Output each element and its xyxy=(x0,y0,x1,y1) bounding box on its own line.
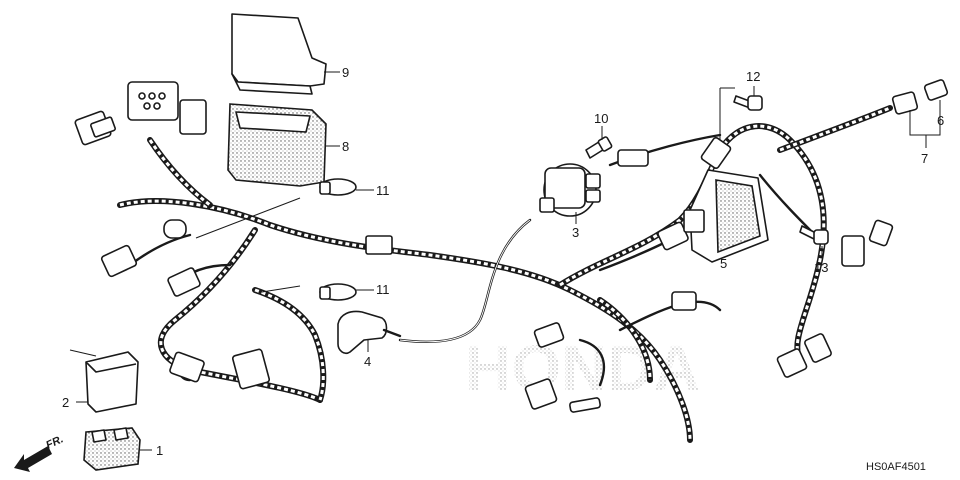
part-11-clamp-upper xyxy=(319,178,357,196)
part-9-module xyxy=(231,13,327,95)
callout-10: 10 xyxy=(594,111,608,126)
part-11-clamp-lower xyxy=(319,283,357,301)
watermark-text: HONDA xyxy=(465,332,700,404)
callout-8: 8 xyxy=(342,139,349,154)
callout-11-upper: 11 xyxy=(376,183,390,198)
part-13-bolt xyxy=(799,225,829,245)
main-harness xyxy=(117,105,893,443)
callout-7: 7 xyxy=(921,151,928,166)
part-5-regulator xyxy=(683,169,769,263)
connectors xyxy=(74,81,894,413)
part-4-plug-cap xyxy=(337,310,402,355)
leader-lines xyxy=(76,71,941,451)
callout-11-lower: 11 xyxy=(376,282,390,297)
callout-12: 12 xyxy=(746,69,760,84)
callout-5: 5 xyxy=(720,256,727,271)
part-8-holder xyxy=(227,103,327,187)
callout-9: 9 xyxy=(342,65,349,80)
diagram-code: HS0AF4501 xyxy=(866,461,926,473)
callout-4: 4 xyxy=(364,354,371,369)
callout-6: 6 xyxy=(937,113,944,128)
part-3-starter-relay xyxy=(539,163,601,217)
callout-13: 13 xyxy=(814,260,828,275)
part-12-bolt xyxy=(733,95,763,111)
front-label: FR. xyxy=(44,433,65,451)
part-6-connector xyxy=(891,79,949,115)
part-1-holder xyxy=(83,427,141,471)
callout-1: 1 xyxy=(156,443,163,458)
callout-2: 2 xyxy=(62,395,69,410)
part-2-relay xyxy=(69,349,139,413)
part-10-bolt xyxy=(585,136,613,159)
front-direction-arrow: FR. xyxy=(14,433,65,472)
callout-3: 3 xyxy=(572,225,579,240)
callout-numbers: 1 2 3 4 5 6 7 8 9 10 11 11 12 13 xyxy=(62,65,944,458)
